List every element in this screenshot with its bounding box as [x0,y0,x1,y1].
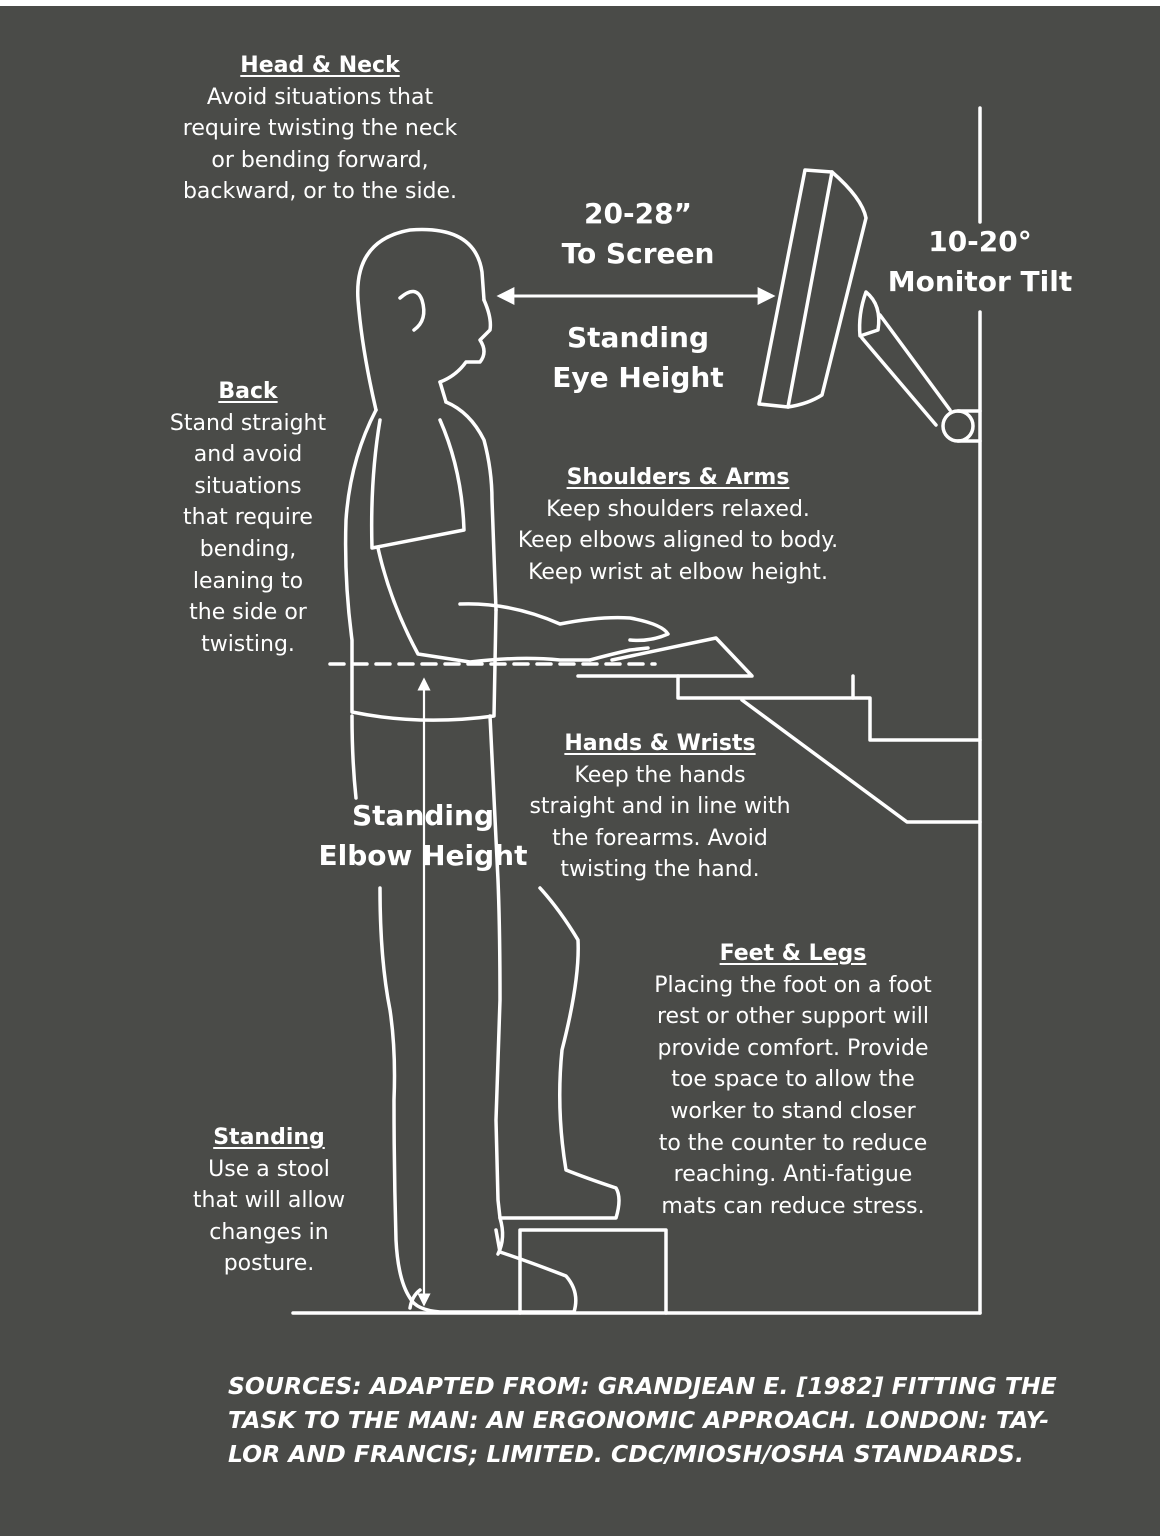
back-line: the side or [189,600,307,626]
shoulders-arms-line: Keep wrist at elbow height. [528,559,828,585]
hands-wrists-line: straight and in line with [529,794,791,820]
standing-line: that will allow [192,1188,346,1214]
eye-height-label: Standing Eye Height [528,318,748,398]
feet-legs-line: rest or other support will [656,1004,930,1030]
head-neck-line: Avoid situations that [206,84,434,110]
distance-caption: To Screen [561,237,715,270]
feet-legs-note: Feet & Legs Placing the foot on a foot r… [633,938,953,1222]
hands-wrists-note: Hands & Wrists Keep the hands straight a… [520,728,800,886]
feet-legs-line: mats can reduce stress. [661,1193,925,1219]
feet-legs-heading: Feet & Legs [719,941,867,966]
step-stool-icon [518,1228,668,1315]
head-neck-line: backward, or to the side. [182,179,458,205]
back-line: Stand straight [169,410,327,436]
elbow-height-label: Standing Elbow Height [313,796,533,876]
infographic-canvas: Head & Neck Avoid situations that requir… [0,6,1160,1536]
monitor-icon [757,168,868,409]
shoulders-arms-line: Keep elbows aligned to body. [517,528,839,554]
sources-citation: SOURCES: ADAPTED FROM: GRANDJEAN E. [198… [228,1369,1058,1471]
monitor-tilt-caption: Monitor Tilt [887,265,1073,298]
back-note: Back Stand straight and avoid situations… [158,376,338,660]
back-line: bending, [199,536,297,562]
shoulders-arms-heading: Shoulders & Arms [566,465,790,490]
hands-wrists-line: Keep the hands [574,762,746,788]
back-line: leaning to [192,568,304,594]
back-heading: Back [218,379,278,404]
feet-legs-line: Placing the foot on a foot [654,972,932,998]
standing-heading: Standing [213,1125,325,1150]
standing-line: Use a stool [208,1156,330,1182]
feet-legs-line: provide comfort. Provide [657,1035,929,1061]
elbow-height-line: Standing [352,799,494,832]
sources-line: TASK TO THE MAN: AN ERGONOMIC APPROACH. … [228,1406,1050,1434]
standing-line: changes in [209,1219,329,1245]
elbow-height-line: Elbow Height [318,839,528,872]
head-neck-line: require twisting the neck [182,116,458,142]
eye-height-line: Eye Height [552,361,724,394]
back-line: situations [194,473,302,499]
feet-legs-line: worker to stand closer [670,1098,916,1124]
hands-wrists-line: the forearms. Avoid [552,825,768,851]
head-neck-note: Head & Neck Avoid situations that requir… [150,50,490,208]
wall-and-floor [291,106,982,1315]
head-neck-heading: Head & Neck [240,53,400,78]
monitor-arm-icon [857,290,982,443]
shoulders-arms-note: Shoulders & Arms Keep shoulders relaxed.… [498,462,858,588]
monitor-tilt-value: 10-20° [928,225,1032,258]
back-line: and avoid [193,442,303,468]
workstation-illustration [291,106,982,1315]
back-line: twisting. [201,631,295,657]
standing-person-figure [343,227,670,1314]
desk-icon [576,636,982,824]
standing-line: posture. [223,1251,315,1277]
shoulders-arms-line: Keep shoulders relaxed. [546,496,810,522]
feet-legs-line: reaching. Anti-fatigue [673,1162,913,1188]
standing-note: Standing Use a stool that will allow cha… [179,1122,359,1280]
eye-height-line: Standing [567,321,709,354]
feet-legs-line: to the counter to reduce [658,1130,928,1156]
hands-wrists-line: twisting the hand. [560,857,760,883]
back-line: that require [183,505,313,531]
distance-value: 20-28” [584,197,692,230]
head-neck-line: or bending forward, [211,147,429,173]
feet-legs-line: toe space to allow the [671,1067,915,1093]
distance-label: 20-28” To Screen [538,194,738,274]
monitor-tilt-label: 10-20° Monitor Tilt [880,222,1080,302]
sources-line: SOURCES: ADAPTED FROM: GRANDJEAN E. [198… [228,1372,1057,1400]
sources-line: LOR AND FRANCIS; LIMITED. CDC/MIOSH/OSHA… [228,1440,1024,1468]
hands-wrists-heading: Hands & Wrists [564,731,756,756]
